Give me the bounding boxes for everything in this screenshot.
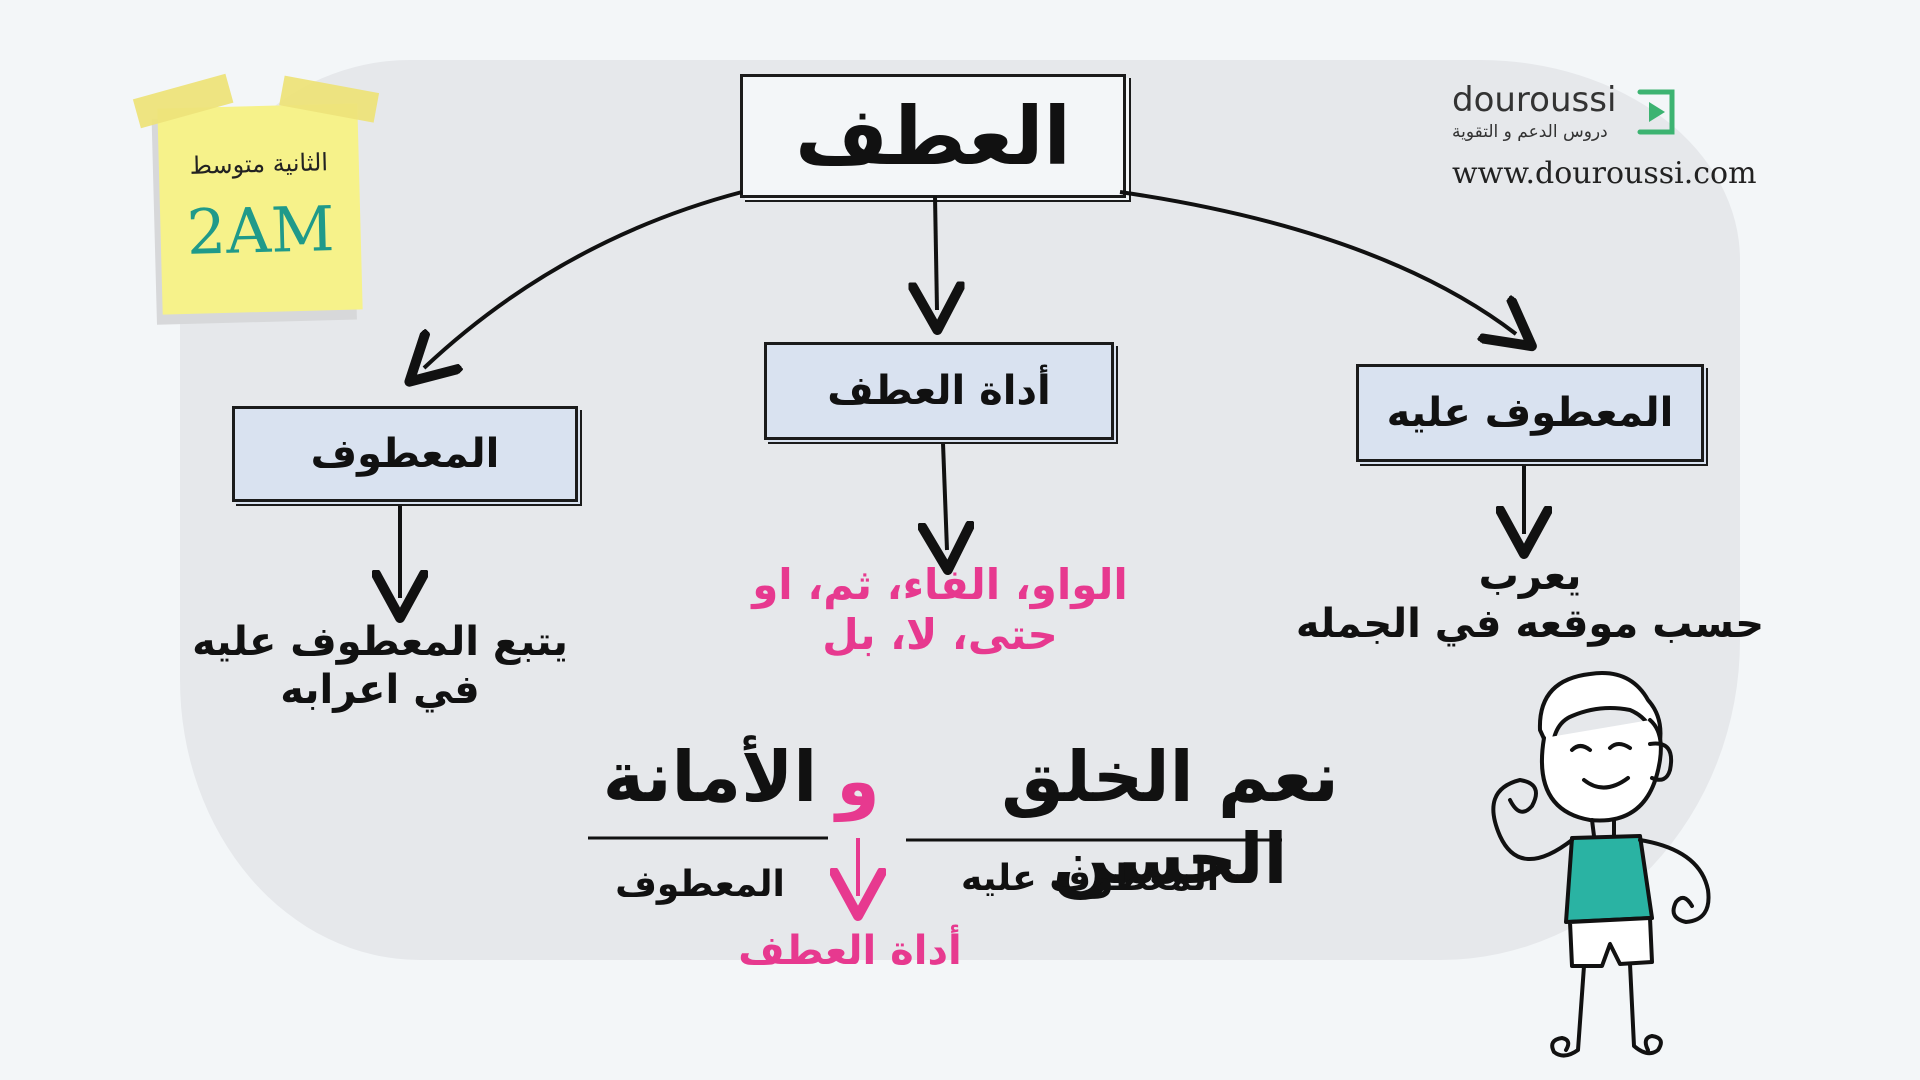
title-box: العطف — [740, 74, 1126, 198]
page-title: العطف — [795, 89, 1071, 183]
desc-adat-line1: الواو، الفاء، ثم، او — [752, 560, 1128, 609]
arrow-adat-desc — [943, 442, 947, 550]
node-maatouf-label: المعطوف — [310, 431, 500, 477]
brand-tagline: دروس الدعم و التقوية — [1452, 122, 1608, 142]
example-part2: الأمانة — [602, 736, 818, 818]
arrow-to-adat — [935, 195, 937, 310]
node-adat: أداة العطف — [764, 342, 1114, 440]
node-maatouf-alayh: المعطوف عليه — [1356, 364, 1704, 462]
example-label-adat: أداة العطف — [738, 928, 962, 974]
example-conjunction: و — [836, 740, 880, 822]
example-label-maatouf-alayh: المعطوف عليه — [960, 858, 1220, 899]
desc-maatouf: يتبع المعطوف عليه في اعرابه — [170, 618, 590, 714]
desc-adat-line2: حتى، لا، بل — [822, 610, 1058, 660]
boy-illustration — [1491, 671, 1711, 1058]
desc-maatouf-alayh: يعرب حسب موقعه في الجمله — [1290, 552, 1770, 648]
brand-url: www.douroussi.com — [1452, 156, 1757, 191]
background-blob — [180, 60, 1740, 960]
brand-name: douroussi — [1452, 80, 1617, 120]
example-label-maatouf: المعطوف — [615, 864, 785, 905]
desc-adat: الواو، الفاء، ثم، او حتى، لا، بل — [740, 560, 1140, 661]
example-part1: نعم الخلق الحسن — [1001, 736, 1339, 900]
desc-maatouf-alayh-line1: يعرب — [1478, 553, 1582, 599]
arrow-to-maatouf-alayh — [1119, 190, 1516, 334]
desc-maatouf-line2: في اعرابه — [280, 667, 480, 713]
desc-maatouf-line1: يتبع المعطوف عليه — [192, 619, 568, 665]
arrow-to-maatouf — [424, 190, 743, 368]
node-maatouf: المعطوف — [232, 406, 578, 502]
node-maatouf-alayh-label: المعطوف عليه — [1386, 390, 1674, 436]
node-adat-label: أداة العطف — [827, 368, 1051, 414]
brand-logo: douroussi دروس الدعم و التقوية — [1450, 80, 1690, 150]
play-icon — [1637, 89, 1675, 135]
desc-maatouf-alayh-line2: حسب موقعه في الجمله — [1295, 601, 1765, 647]
